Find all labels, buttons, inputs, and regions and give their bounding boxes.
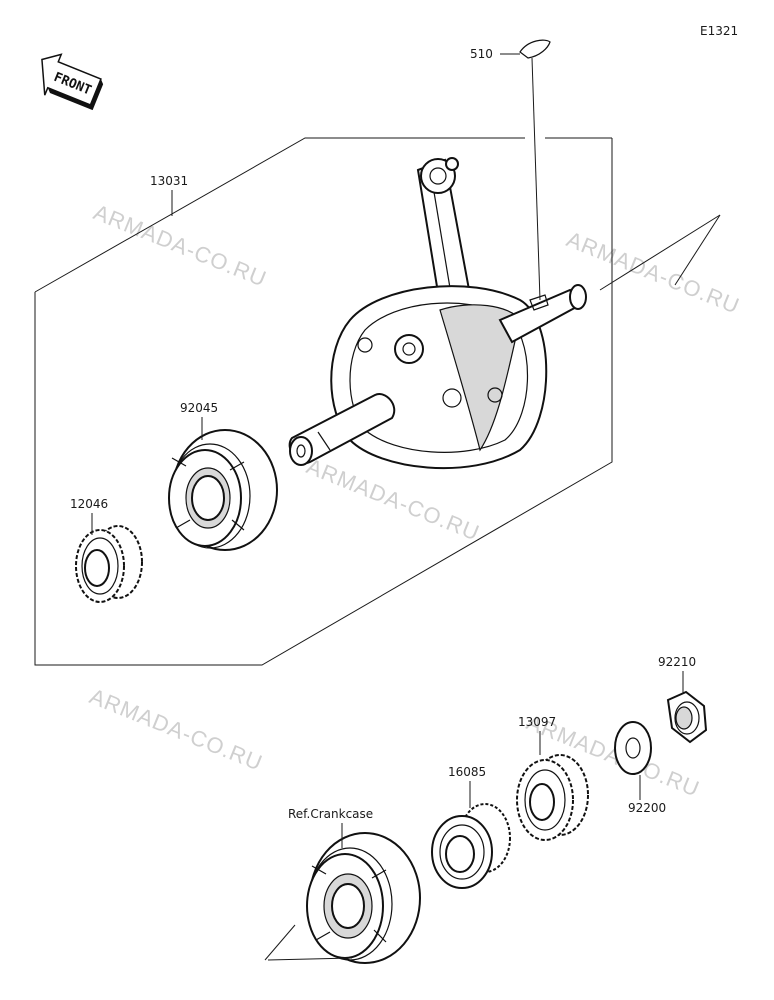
leader-key-2 [531,57,541,301]
bearing [168,429,278,551]
part-label-washer: 92200 [628,801,666,815]
part-label-key: 510 [470,47,493,61]
part-label-bearing: 92045 [180,401,218,415]
part-label-crankshaft: 13031 [150,174,188,188]
washer-icon [614,721,652,775]
assembly-bracket [34,137,613,666]
part-label-balancer-gear-2: 13097 [518,715,556,729]
front-arrow-icon: FRONT [41,53,104,111]
break-lines-bottom [264,924,353,961]
part-label-nut: 92210 [658,655,696,669]
crankshaft [288,157,587,470]
balancer-gear-icon [431,803,511,889]
break-lines-top [599,214,721,291]
diagram-code: E1321 [700,24,738,38]
key-icon [519,39,551,59]
part-label-balancer-gear: 16085 [448,765,486,779]
part-label-crank-gear: 12046 [70,497,108,511]
crankcase-bearing [306,832,421,964]
nut-icon [666,690,708,744]
watermark-4: ARMADA-CO.RU [86,683,266,775]
watermark-2: ARMADA-CO.RU [563,226,743,318]
balancer-gear-2-icon [516,754,589,841]
part-label-ref-crankcase: Ref.Crankcase [288,807,373,821]
crank-gear-icon [75,525,143,603]
